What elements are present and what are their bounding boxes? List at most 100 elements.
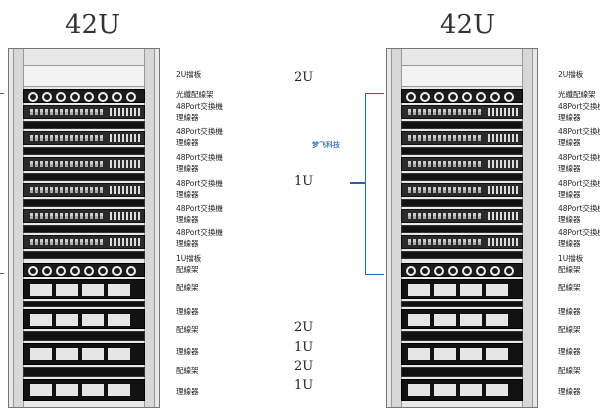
fiber-patch-panel	[401, 89, 523, 103]
rack-label: 48Port交換機	[558, 228, 600, 237]
rack-label: 理線器	[176, 239, 199, 248]
rack-label: 理線器	[558, 164, 581, 173]
cable-manager	[401, 173, 523, 181]
group-bracket	[365, 93, 384, 275]
cable-manager	[401, 121, 523, 129]
rack-label: 2U擋板	[558, 70, 584, 79]
unit-size-label: 1U	[294, 340, 314, 355]
unit-size-label: 2U	[294, 70, 314, 85]
switch-48port	[401, 183, 523, 197]
rack-label: 理線器	[558, 387, 581, 396]
cable-manager	[401, 147, 523, 155]
rack-label: 配線架	[558, 283, 581, 292]
switch-48port	[401, 157, 523, 171]
unit-size-label: 2U	[294, 359, 314, 374]
blank-panel-1u	[401, 263, 523, 277]
cable-manager	[401, 367, 523, 377]
unit-size-label: 1U	[294, 174, 314, 189]
rack-label: 配線架	[558, 366, 581, 375]
bracket-edge	[0, 93, 4, 94]
cable-manager	[401, 199, 523, 207]
server-rack-right	[386, 48, 538, 408]
rack-label: 理線器	[558, 113, 581, 122]
switch-48port	[401, 209, 523, 223]
rack-label: 配線架	[558, 325, 581, 334]
patch-panel	[401, 309, 523, 329]
cable-manager	[23, 147, 145, 155]
rack-label: 理線器	[176, 190, 199, 199]
cable-manager	[23, 331, 145, 341]
rack-label: 48Port交換機	[558, 204, 600, 213]
rack-label: 配線架	[558, 265, 581, 274]
rack-title-right: 42U	[440, 10, 495, 40]
switch-48port	[401, 235, 523, 249]
rack-label: 48Port交換機	[176, 228, 223, 237]
rack-label: 1U擋板	[558, 254, 584, 263]
cable-manager	[23, 121, 145, 129]
unit-size-label: 2U	[294, 320, 314, 335]
rack-label: 48Port交換機	[176, 102, 223, 111]
patch-panel	[23, 379, 145, 401]
rack-label: 48Port交換機	[558, 102, 600, 111]
cable-manager	[401, 225, 523, 233]
switch-48port	[23, 209, 145, 223]
switch-48port	[23, 105, 145, 119]
rack-label: 理線器	[176, 113, 199, 122]
rack-label: 理線器	[558, 239, 581, 248]
rack-label: 配線架	[176, 265, 199, 274]
rack-label: 理線器	[176, 215, 199, 224]
bracket-tick	[350, 182, 365, 184]
rack-label: 48Port交換機	[558, 127, 600, 136]
rack-label: 配線架	[176, 366, 199, 375]
cable-manager	[23, 173, 145, 181]
rack-label: 48Port交換機	[176, 179, 223, 188]
watermark-logo: 梦飞科技	[312, 141, 340, 149]
cable-manager	[401, 251, 523, 259]
patch-panel	[401, 379, 523, 401]
switch-48port	[401, 131, 523, 145]
rack-label: 光纖配線架	[176, 90, 214, 99]
rack-label: 光纖配線架	[558, 90, 596, 99]
rack-label: 1U擋板	[176, 254, 202, 263]
cable-manager	[23, 199, 145, 207]
patch-panel	[401, 343, 523, 365]
switch-48port	[23, 131, 145, 145]
server-rack-left	[8, 48, 160, 408]
rack-label: 理線器	[176, 164, 199, 173]
cable-manager	[401, 331, 523, 341]
rack-label: 理線器	[558, 347, 581, 356]
rack-label: 理線器	[558, 190, 581, 199]
rack-label: 配線架	[176, 283, 199, 292]
switch-48port	[23, 183, 145, 197]
unit-size-label: 1U	[294, 378, 314, 393]
rack-label: 理線器	[176, 347, 199, 356]
patch-panel	[23, 309, 145, 329]
cable-manager	[23, 301, 145, 307]
rack-label: 2U擋板	[176, 70, 202, 79]
cable-manager	[23, 225, 145, 233]
rack-label: 理線器	[558, 138, 581, 147]
rack-label: 48Port交換機	[176, 153, 223, 162]
blank-panel-2u	[23, 65, 145, 87]
rack-label: 48Port交換機	[558, 179, 600, 188]
rack-title-left: 42U	[65, 10, 120, 40]
patch-panel	[23, 279, 145, 299]
bracket-edge	[0, 273, 4, 274]
rack-label: 48Port交換機	[176, 204, 223, 213]
fiber-patch-panel	[23, 89, 145, 103]
blank-panel-2u	[401, 65, 523, 87]
cable-manager	[23, 251, 145, 259]
rack-label: 配線架	[176, 325, 199, 334]
blank-panel-1u	[23, 263, 145, 277]
rack-label: 48Port交換機	[176, 127, 223, 136]
cable-manager	[23, 367, 145, 377]
rack-label: 理線器	[176, 138, 199, 147]
rack-label: 理線器	[558, 215, 581, 224]
switch-48port	[23, 235, 145, 249]
patch-panel	[401, 279, 523, 299]
rack-label: 理線器	[558, 307, 581, 316]
rack-label: 48Port交換機	[558, 153, 600, 162]
rack-label: 理線器	[176, 387, 199, 396]
patch-panel	[23, 343, 145, 365]
cable-manager	[401, 301, 523, 307]
